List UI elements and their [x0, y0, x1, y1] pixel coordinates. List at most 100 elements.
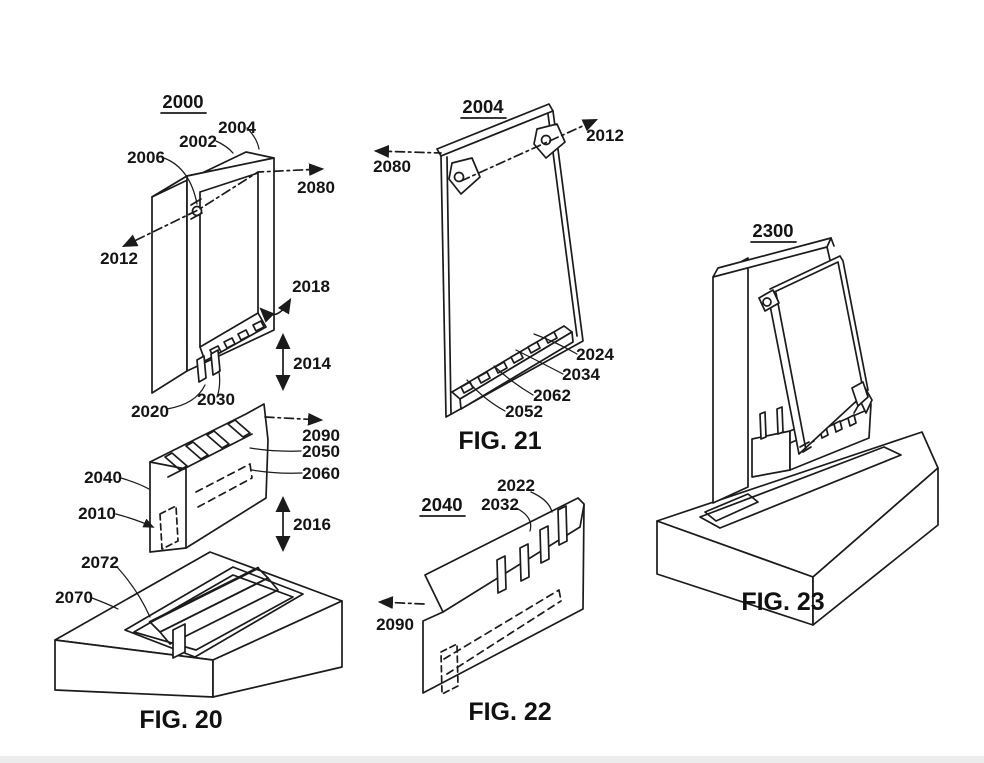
fig21-rail-slot-1: [460, 381, 474, 394]
fig20-ref-2012: 2012: [100, 249, 138, 268]
fig20-rail-slot-4: [252, 320, 265, 332]
fig20-dock-base: [54, 551, 343, 698]
fig21-leader-lines: [466, 333, 578, 412]
fig21-ref-2024: 2024: [576, 345, 614, 364]
fig20-arrow-2090: [264, 412, 324, 426]
fig21-hinge-hole-lower: [453, 171, 465, 183]
fig21-drawing: 2004 2012 2080 2024 2034 2062 2052 FIG. …: [373, 96, 624, 455]
fig23-frame-front-face: [712, 257, 749, 504]
fig21-rail-slot-6: [544, 331, 558, 344]
fig23-prong-2: [776, 406, 784, 435]
fig20-ref-2070: 2070: [55, 588, 93, 607]
fig20-ridge-2072-apex: [148, 566, 260, 624]
fig23-back-frame: [712, 237, 835, 504]
fig20-ref-2020: 2020: [131, 402, 169, 421]
fig20-ref-2060: 2060: [302, 464, 340, 483]
fig21-leader-2034: [515, 349, 564, 375]
fig23-dock-base: [656, 431, 939, 626]
fig23-wedge-left-end: [751, 430, 791, 478]
fig20-rail-slot-2: [223, 337, 236, 349]
fig22-bar-ridge: [442, 504, 585, 613]
fig22-wedge-bar: [422, 497, 585, 695]
fig21-leader-2052: [466, 379, 506, 412]
fig23-panel-thickness-edges: [769, 255, 869, 451]
fig22-ref-2090: 2090: [376, 615, 414, 634]
fig20-ref-2090: 2090: [302, 426, 340, 445]
fig23-pivot-hole: [762, 297, 772, 307]
fig23-panel-feet: [799, 405, 859, 453]
fig23-leaning-panel: [758, 255, 869, 455]
fig20-rail-foot-1: [196, 355, 207, 383]
fig22-ref-2032: 2032: [481, 495, 519, 514]
fig21-axis-arrow-2080: [373, 144, 442, 158]
fig21-leader-2024: [533, 333, 578, 355]
fig20-ref-2018: 2018: [292, 277, 330, 296]
fig22-leader-2022: [530, 491, 553, 513]
fig23-pocket-stipple: [704, 493, 759, 522]
fig20-leader-2004: [246, 127, 260, 150]
fig20-leader-2060: [251, 469, 303, 474]
fig20-base-pocket: [124, 566, 304, 658]
fig20-wedge-tooth-3: [206, 430, 230, 449]
fig20-leader-lines: [91, 127, 303, 618]
fig21-rail-slot-4: [510, 351, 524, 364]
fig22-leader-2032: [515, 507, 532, 532]
fig22-hidden-tab: [440, 643, 459, 695]
scan-edge-artifact: [0, 756, 984, 763]
fig23-bottom-bracket: [851, 381, 869, 407]
fig21-ref-2080: 2080: [373, 157, 411, 176]
fig21-caption: FIG. 21: [458, 427, 541, 455]
fig20-ref-2050: 2050: [302, 442, 340, 461]
fig20-ref-2014: 2014: [293, 354, 331, 373]
fig23-drawing: 2300 FIG. 23: [656, 220, 939, 626]
fig20-leader-2050: [249, 447, 302, 452]
fig20-leader-2040: [120, 477, 150, 490]
fig22-leader-lines: [515, 491, 553, 532]
fig21-ref-2034: 2034: [562, 365, 600, 384]
fig23-title: 2300: [752, 220, 793, 241]
fig20-base-right-face: [212, 600, 343, 698]
fig20-wedge-tooth-1: [164, 452, 188, 471]
fig20-ref-2002: 2002: [179, 132, 217, 151]
fig20-rotation-arrow-2018: [259, 298, 292, 323]
fig20-wedge-tooth-2: [185, 441, 209, 460]
fig20-title: 2000: [162, 91, 203, 112]
fig22-slot-4: [557, 505, 568, 546]
fig20-ref-2006: 2006: [127, 148, 165, 167]
fig22-slot-2: [519, 543, 530, 582]
fig20-ref-2040: 2040: [84, 468, 122, 487]
fig22-ref-2022: 2022: [497, 476, 535, 495]
fig20-leader-2020: [166, 384, 206, 410]
fig23-wedge-slot-3: [833, 420, 843, 433]
fig23-frame-top-band: [712, 237, 832, 278]
fig22-hidden-channel: [443, 589, 562, 675]
fig20-leader-2010: [115, 513, 155, 528]
fig21-rail-slot-2: [477, 371, 491, 384]
fig23-prong-1: [759, 411, 767, 440]
fig20-wedge-tooth-4: [227, 419, 251, 438]
fig22-slot-1: [496, 555, 507, 594]
fig21-ref-2012: 2012: [586, 126, 624, 145]
fig23-frame-right-cap: [826, 237, 835, 261]
fig20-leader-2002: [215, 140, 234, 154]
fig20-ref-2016: 2016: [293, 515, 331, 534]
fig21-axis-arrow-2012: [460, 119, 599, 182]
fig20-leader-2030: [216, 370, 221, 398]
fig20-ref-2072: 2072: [81, 553, 119, 572]
fig20-connector-wedge: [149, 403, 269, 553]
fig23-wedge-slot-4: [847, 414, 857, 427]
fig20-wedge-hidden-slot: [195, 463, 253, 508]
fig22-drawing: 2022 2032 2040 2090 FIG. 22: [376, 476, 585, 726]
fig20-frame-side-face: [151, 175, 188, 394]
fig20-ref-2030: 2030: [197, 390, 235, 409]
fig22-title: 2040: [421, 494, 462, 515]
fig20-tab-2010-hidden: [159, 505, 179, 550]
fig20-leader-2006: [163, 157, 198, 205]
fig21-hinge-bracket-lower: [448, 157, 481, 195]
fig21-panel: [436, 103, 584, 418]
fig23-base-right-face: [812, 467, 939, 626]
fig20-ref-2004: 2004: [218, 118, 256, 137]
fig23-caption: FIG. 23: [741, 588, 824, 616]
